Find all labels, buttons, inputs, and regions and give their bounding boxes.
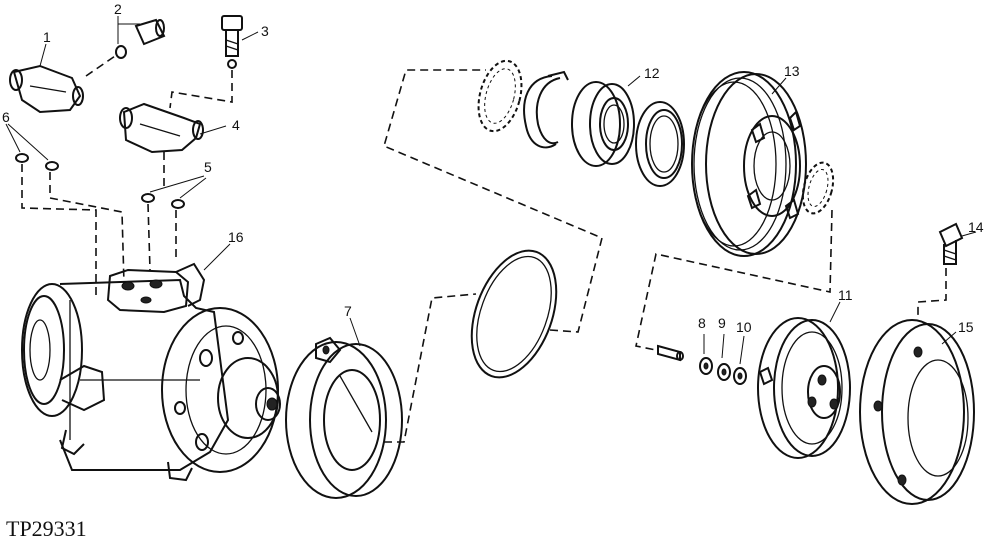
callout-8: 8	[698, 315, 706, 331]
part-16-compressor-body	[21, 243, 281, 482]
callout-labels: 1 2 3 4 5 6 7 8 9 10 11 12 13 14 15 16	[2, 1, 984, 335]
retaining-ring-dashed	[477, 59, 523, 133]
part-5-orings	[141, 175, 207, 209]
part-13-pulley	[691, 71, 807, 257]
callout-7: 7	[344, 303, 352, 319]
callout-4: 4	[232, 117, 240, 133]
callout-14: 14	[968, 219, 984, 235]
alignment-lines-center	[383, 69, 603, 443]
part-10-shim	[717, 335, 747, 385]
callout-1: 1	[43, 29, 51, 45]
part-15-cover	[859, 319, 975, 505]
callout-5: 5	[204, 159, 212, 175]
callout-3: 3	[261, 23, 269, 39]
part-12-bearing	[571, 75, 641, 167]
part-14-bolt	[938, 222, 977, 265]
part-6-orings	[5, 123, 59, 171]
part-11-clutch-hub	[757, 301, 851, 459]
alignment-lines-right	[635, 209, 947, 351]
callout-15: 15	[958, 319, 974, 335]
callout-10: 10	[736, 319, 752, 335]
snap-ring-small	[523, 70, 569, 149]
pulley-retaining-ring	[801, 161, 835, 215]
callout-6: 6	[2, 109, 10, 125]
callout-13: 13	[784, 63, 800, 79]
callout-16: 16	[228, 229, 244, 245]
callout-9: 9	[718, 315, 726, 331]
part-1-rear-fitting	[9, 43, 84, 114]
alignment-lines-left	[21, 70, 233, 300]
part-2-plug	[85, 16, 166, 77]
bearing-seal-ring	[635, 101, 685, 187]
part-4-front-fitting	[119, 102, 227, 154]
snap-ring-large	[470, 249, 558, 379]
part-9-shim	[699, 333, 725, 375]
part-7-field-coil	[285, 317, 403, 499]
figure-id-label: TP29331	[6, 516, 87, 541]
part-3-bolt	[221, 15, 259, 69]
callout-2: 2	[114, 1, 122, 17]
callout-11: 11	[838, 287, 853, 303]
part-8-key	[657, 334, 705, 362]
callout-12: 12	[644, 65, 660, 81]
